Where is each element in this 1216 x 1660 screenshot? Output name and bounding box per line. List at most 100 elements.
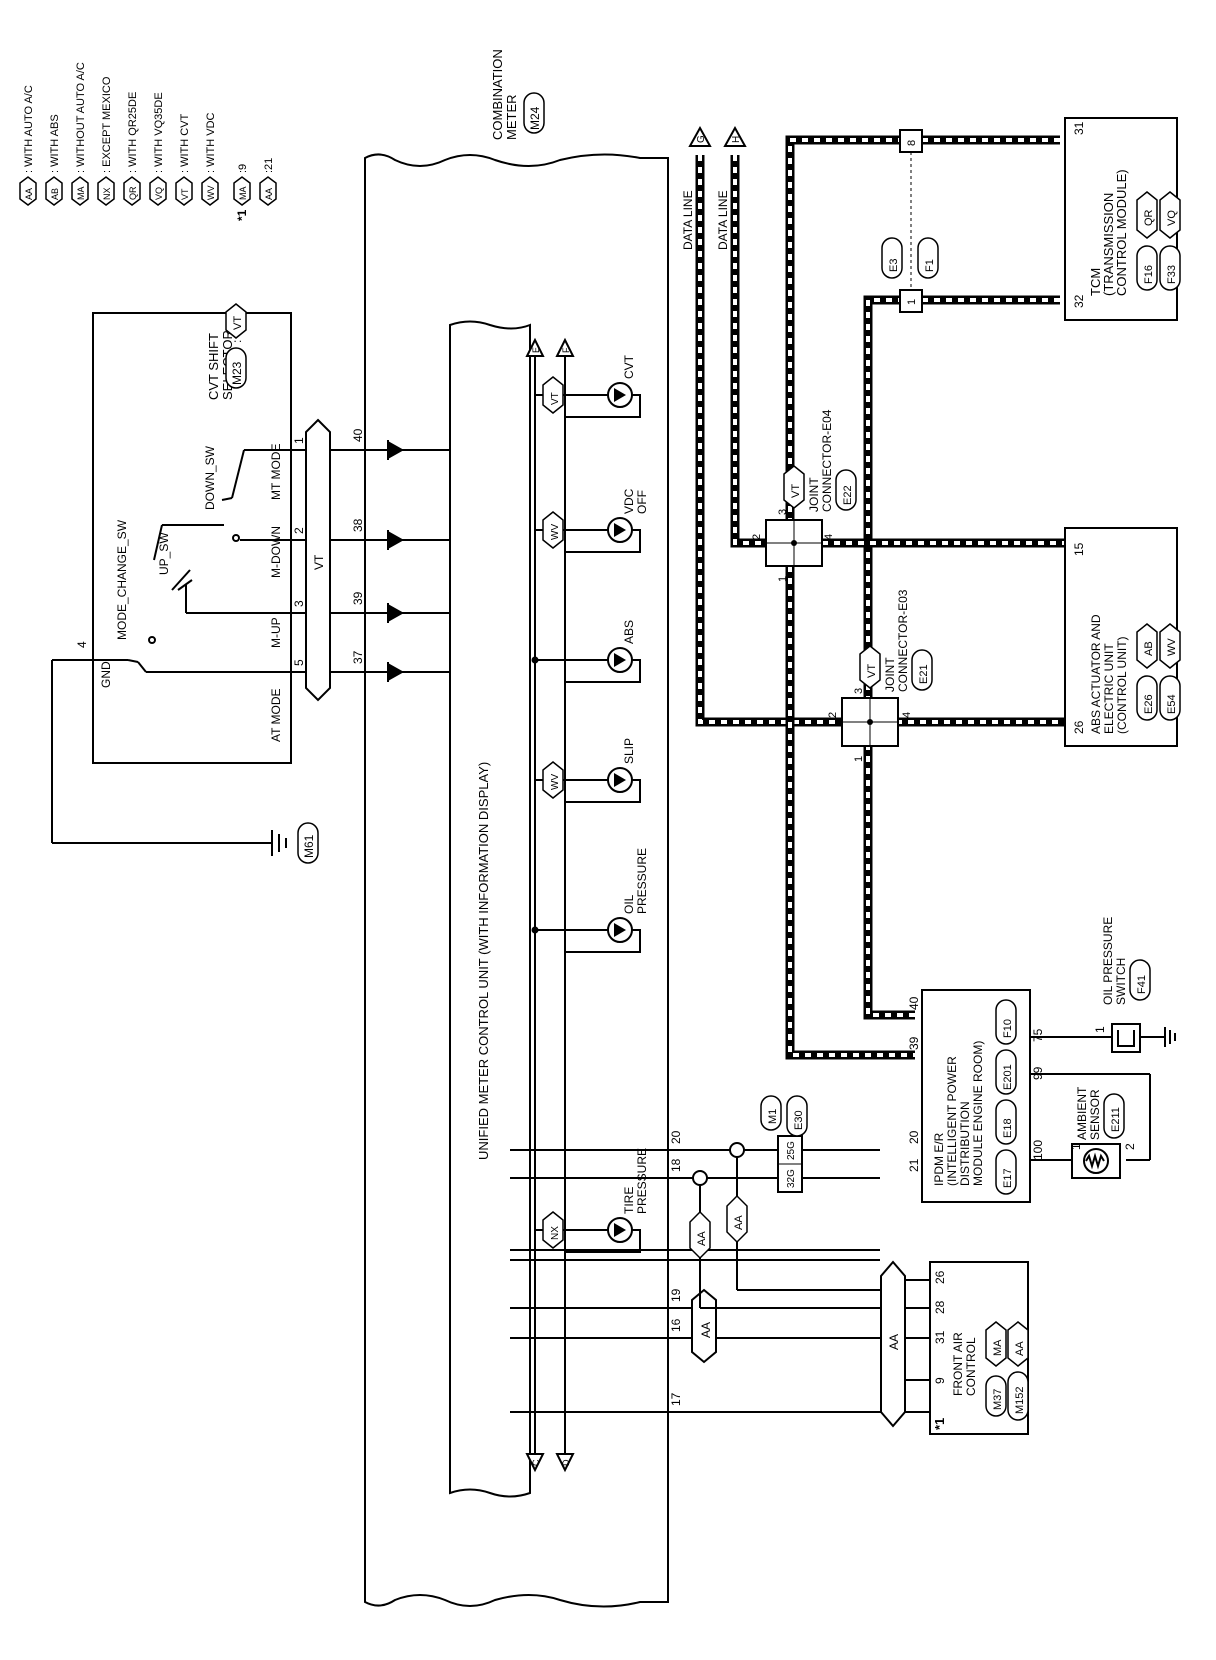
vt-bus-label: VT — [312, 554, 326, 570]
svg-text::: : — [230, 340, 244, 343]
ambient-sensor: 1 2 AMBIENT SENSOR E211 — [1069, 1086, 1137, 1179]
ambient-pin-1: 1 — [1069, 1143, 1083, 1150]
meter-pin-17: 17 — [669, 1392, 683, 1406]
branch-opt-aa-2: AA — [696, 1231, 708, 1246]
aa-bus-right: AA — [880, 1260, 930, 1428]
legend-item: AA: WITH AUTO A/C — [19, 85, 37, 206]
ipdm-pin-21: 21 — [907, 1158, 921, 1172]
dataline-g-marker: G — [696, 135, 707, 143]
e04-pin-1: 1 — [777, 576, 789, 582]
indicator-abs: ABS — [531, 620, 641, 683]
vt-bus: VT — [305, 418, 331, 702]
ipdm-conn-e17: E17 — [1002, 1168, 1014, 1188]
tcm-line3: CONTROL MODULE) — [1114, 169, 1129, 296]
legend-code: AB — [50, 188, 60, 200]
offpage-f: F — [561, 347, 571, 353]
joint-connector-e03: 2 3 4 1 VT JOINT CONNECTOR-E03 E21 — [827, 589, 933, 762]
abs-opt-ab: AB — [1143, 641, 1155, 656]
ipdm-pin-75: 75 — [1031, 1028, 1045, 1042]
combination-meter: COMBINATION METER M24 UNIFIED METER CONT… — [364, 49, 669, 1608]
inline-conn-e3: E3 — [888, 259, 900, 272]
tcm: 31 32 TCM (TRANSMISSION CONTROL MODULE) … — [1064, 117, 1181, 321]
fac-pin-26: 26 — [933, 1270, 947, 1284]
selector-label-mt-mode: MT MODE — [269, 444, 283, 500]
indicator-label: SLIP — [622, 738, 636, 764]
fac-conn-m37: M37 — [992, 1389, 1004, 1410]
legend-code: NX — [102, 187, 112, 200]
selector-title-1: CVT SHIFT — [206, 333, 221, 400]
inline-connector: 8 1 E3 F1 — [881, 129, 939, 313]
legend-text: : WITH QR25DE — [127, 92, 139, 173]
indicator-label: PRESSURE — [635, 1148, 649, 1214]
tcm-opt-qr: QR — [1143, 209, 1155, 226]
indicator-lamp-glyph — [614, 523, 626, 537]
switch-up: UP_SW — [157, 532, 171, 575]
meter-pin-40: 40 — [351, 428, 365, 442]
indicator-label: TIRE — [622, 1187, 636, 1214]
e03-pin-1: 1 — [853, 756, 865, 762]
indicator-label: OFF — [635, 490, 649, 514]
tcm-conn-f33: F33 — [1166, 265, 1178, 284]
e04-connector: E22 — [842, 485, 854, 505]
legend-item: NX: EXCEPT MEXICO — [97, 76, 115, 206]
selector-label-m-down: M-DOWN — [269, 526, 283, 578]
e04-pin-3: 3 — [777, 509, 789, 515]
harness-pin-32g: 32G — [786, 1169, 797, 1188]
legend-note-mark: *1 — [235, 209, 249, 221]
legend-text: : WITH VQ35DE — [153, 92, 165, 173]
harness-conn-m1: M1 — [767, 1109, 779, 1124]
indicator-option: WV — [550, 774, 561, 790]
legend-item: AB: WITH ABS — [45, 114, 63, 206]
offpage-c: C — [531, 1459, 541, 1466]
selector-pin-1: 1 — [292, 437, 306, 444]
tcm-conn-f16: F16 — [1143, 265, 1155, 284]
meter-pin-19: 19 — [669, 1288, 683, 1302]
ipdm-line3: DISTRIBUTION — [958, 1101, 972, 1186]
data-lines: G H DATA LINE DATA LINE — [681, 125, 1065, 1060]
ipdm-line2: (INTELLIGENT POWER — [945, 1056, 959, 1186]
legend-code: VQ — [154, 187, 164, 200]
legend-code: VT — [180, 188, 190, 200]
switch-mode-change: MODE_CHANGE_SW — [115, 519, 129, 640]
meter-connector: M24 — [528, 106, 542, 130]
abs-line3: (CONTROL UNIT) — [1115, 636, 1129, 734]
e04-option: VT — [790, 484, 802, 498]
indicator-label: OIL — [622, 894, 636, 914]
meter-bottom-wires: 20 18 19 16 17 — [510, 1130, 930, 1413]
selector-label-gnd: GND — [99, 661, 113, 688]
e03-line1: JOINT — [883, 657, 897, 692]
fac-line1: FRONT AIR — [951, 1332, 965, 1396]
legend-text: : WITHOUT AUTO A/C — [75, 62, 87, 173]
oil-switch-line1: OIL PRESSURE — [1101, 917, 1115, 1005]
tcm-pin-32: 32 — [1072, 294, 1086, 308]
fac-opt-aa: AA — [1014, 1341, 1026, 1356]
offpage-d: D — [561, 1459, 571, 1466]
fac-note: *1 — [932, 1418, 947, 1430]
legend-item: VQ : WITH VQ35DE — [149, 92, 167, 206]
indicator-slip: WV SLIP — [535, 738, 641, 803]
inline-pin-8: 8 — [906, 140, 918, 146]
legend-note-code: AA — [264, 188, 274, 200]
legend-text: : WITH CVT — [179, 113, 191, 173]
ipdm-conn-e18: E18 — [1002, 1118, 1014, 1138]
legend-text: : WITH AUTO A/C — [23, 85, 35, 173]
legend-note-text: :9 — [237, 164, 249, 173]
meter-title-2: METER — [504, 95, 519, 141]
fac-line2: CONTROL — [964, 1337, 978, 1396]
abs-line2: ELECTRIC UNIT — [1102, 643, 1116, 734]
legend-note-code: MA — [238, 187, 248, 201]
harness-conn-e30: E30 — [793, 1110, 805, 1130]
aa-bus-left-label: AA — [699, 1322, 713, 1338]
indicator-label: ABS — [622, 620, 636, 644]
ground-connector: M61 — [302, 834, 316, 858]
oil-pressure-switch: 1 OIL PRESSURE SWITCH F41 — [1093, 917, 1176, 1053]
e03-pin-3: 3 — [853, 688, 865, 694]
selector-connector: M23 — [230, 361, 244, 385]
legend-note-shape — [233, 176, 251, 206]
abs-actuator: 15 26 ABS ACTUATOR AND ELECTRIC UNIT (CO… — [1064, 527, 1181, 747]
aa-bus-left: AA — [691, 1288, 717, 1364]
